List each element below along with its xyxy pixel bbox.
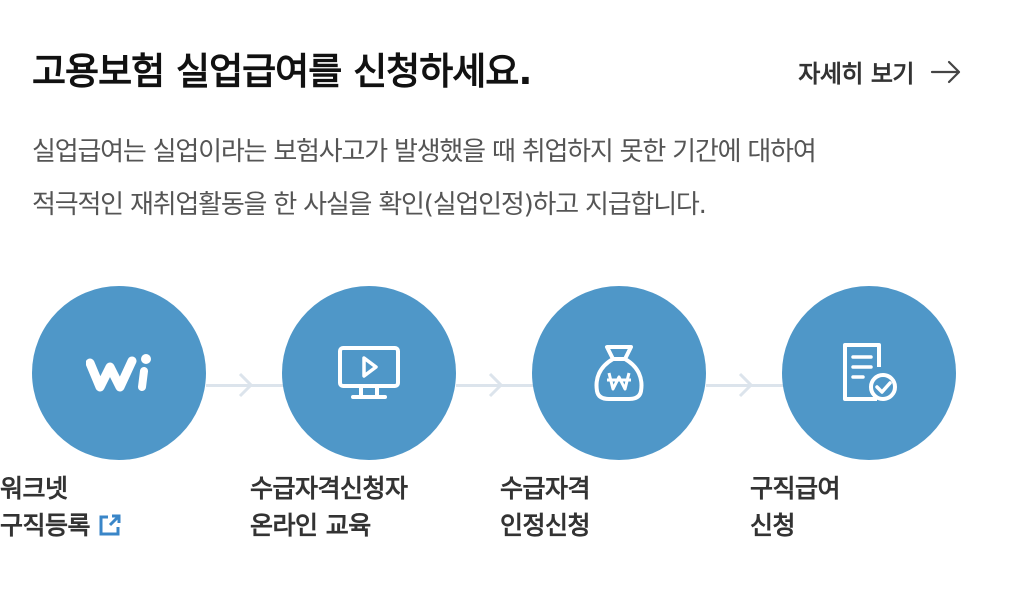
chevron-right-icon — [488, 372, 504, 398]
step-connector — [206, 384, 284, 387]
step-connector — [706, 384, 784, 387]
arrow-right-icon — [930, 60, 961, 83]
step-label: 워크넷 구직등록 — [0, 470, 240, 544]
step-online-education-button[interactable] — [282, 286, 456, 460]
step-label-line: 인정신청 — [500, 511, 591, 540]
step-label: 수급자격신청자 온라인 교육 — [250, 470, 490, 544]
step-label: 수급자격 인정신청 — [500, 470, 740, 544]
description-line: 적극적인 재취업활동을 한 사실을 확인(실업인정)하고 지급합니다. — [32, 190, 707, 220]
external-link-icon[interactable] — [98, 513, 122, 537]
step-label-line: 온라인 교육 — [250, 511, 371, 540]
step-worknet-button[interactable] — [32, 286, 206, 460]
description: 실업급여는 실업이라는 보험사고가 발생했을 때 취업하지 못한 기간에 대하여… — [32, 126, 972, 232]
document-check-icon — [843, 343, 897, 401]
process-steps: 워크넷 구직등록 수급자격신청자 온라인 교육 — [0, 286, 1012, 576]
step-label-line: 신청 — [750, 511, 796, 540]
step-label-line-with-link[interactable]: 구직등록 — [0, 507, 240, 544]
header: 고용보험 실업급여를 신청하세요. 자세히 보기 — [32, 44, 962, 100]
see-details-link[interactable]: 자세히 보기 — [798, 54, 962, 89]
page-title: 고용보험 실업급여를 신청하세요. — [32, 50, 532, 93]
chevron-right-icon — [238, 372, 254, 398]
worknet-logo-icon — [86, 354, 151, 392]
step-job-seeking-button[interactable] — [782, 286, 956, 460]
see-details-label: 자세히 보기 — [798, 60, 914, 88]
step-label-line: 수급자격 — [500, 474, 591, 503]
chevron-right-icon — [738, 372, 754, 398]
step-connector — [456, 384, 534, 387]
monitor-play-icon — [338, 346, 400, 399]
step-label-text: 구직등록 — [0, 511, 91, 540]
step-label-line: 워크넷 — [0, 474, 68, 503]
step-label-line: 구직급여 — [750, 474, 841, 503]
description-line: 실업급여는 실업이라는 보험사고가 발생했을 때 취업하지 못한 기간에 대하여 — [32, 137, 817, 167]
money-bag-won-icon — [594, 345, 644, 401]
step-eligibility-button[interactable] — [532, 286, 706, 460]
step-label: 구직급여 신청 — [750, 470, 990, 544]
step-label-line: 수급자격신청자 — [250, 474, 408, 503]
